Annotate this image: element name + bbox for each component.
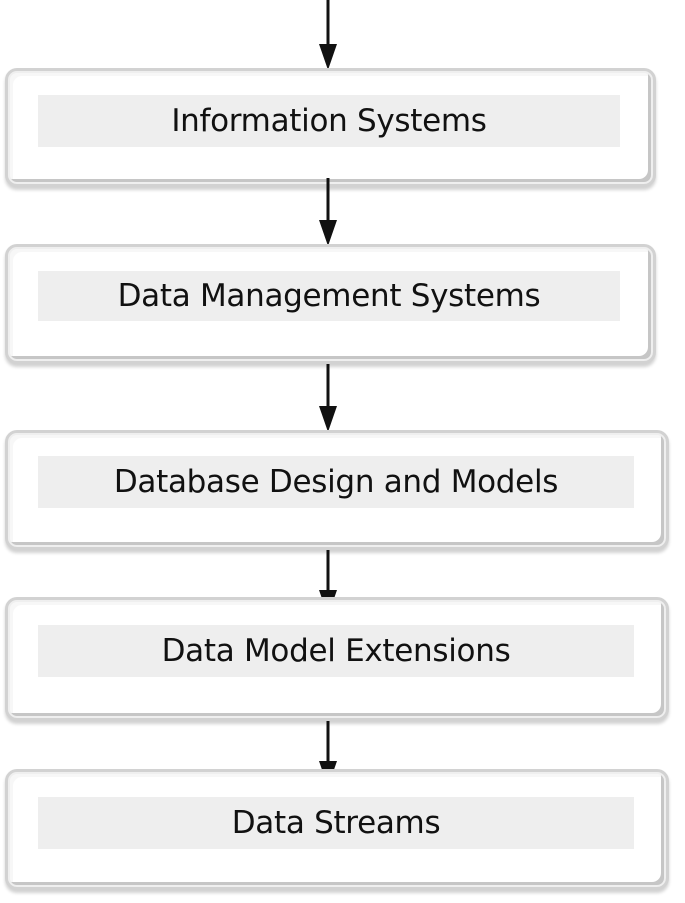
- step-label-band: Data Model Extensions: [38, 625, 634, 677]
- arrow-down-icon: [318, 178, 338, 246]
- step-label-band: Information Systems: [38, 95, 620, 147]
- step-label: Database Design and Models: [113, 464, 559, 500]
- step-label-band: Database Design and Models: [38, 456, 634, 508]
- arrow-down-icon: [318, 364, 338, 432]
- step-label-band: Data Management Systems: [38, 271, 620, 321]
- step-label: Data Streams: [231, 805, 441, 841]
- step-label: Data Management Systems: [117, 278, 541, 314]
- step-label-band: Data Streams: [38, 797, 634, 849]
- step-label: Data Model Extensions: [161, 633, 511, 669]
- arrow-down-icon: [318, 0, 338, 70]
- step-label: Information Systems: [171, 103, 487, 139]
